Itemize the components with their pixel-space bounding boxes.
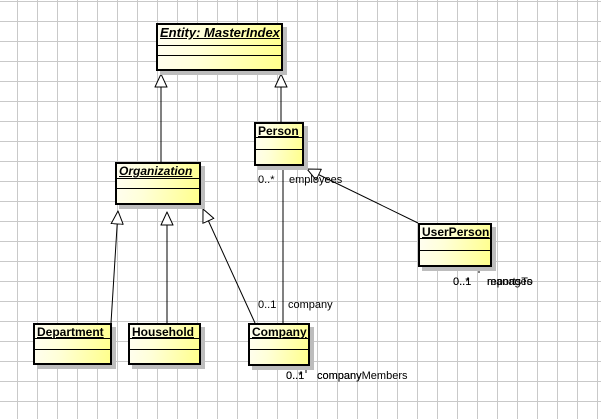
class-company[interactable]: Company (248, 323, 310, 366)
multiplicity-label-manages-a: 0..1 (453, 276, 472, 288)
class-operations-compartment (256, 150, 302, 164)
class-title: Department (35, 325, 110, 339)
role-label-manages-b: reportsTo (487, 276, 533, 288)
multiplicity-label-company-members-a: 0..* (286, 370, 303, 382)
class-title: Organization (117, 164, 199, 179)
class-department[interactable]: Department (33, 323, 112, 365)
role-label-company-members-a: companyMembers (317, 370, 408, 382)
class-title: Person (256, 124, 302, 138)
class-attributes-compartment (420, 239, 490, 251)
class-entity-masterindex[interactable]: Entity: MasterIndex (156, 23, 283, 71)
class-attributes-compartment (256, 138, 302, 150)
class-person[interactable]: Person (254, 122, 304, 166)
class-operations-compartment (250, 350, 308, 364)
generalization-company-organization[interactable] (203, 209, 256, 324)
multiplicity-label-manages-b: 0..* (453, 276, 470, 288)
class-operations-compartment (35, 350, 110, 363)
class-attributes-compartment (158, 46, 281, 56)
class-attributes-compartment (130, 339, 199, 350)
class-title: Household (130, 325, 199, 339)
multiplicity-label-company-members-b: 0..1 (286, 370, 305, 382)
class-attributes-compartment (250, 339, 308, 350)
class-attributes-compartment (117, 179, 199, 189)
role-label-company: company (288, 299, 333, 311)
class-operations-compartment (158, 56, 281, 69)
role-label-employees: employees (289, 174, 343, 186)
multiplicity-label-employees: 0..* (258, 174, 275, 186)
class-operations-compartment (130, 350, 199, 363)
generalization-userperson-person[interactable] (307, 169, 419, 224)
class-operations-compartment (117, 189, 199, 203)
multiplicity-label-company: 0..1 (258, 299, 277, 311)
class-title: UserPerson (420, 225, 490, 239)
class-title: Entity: MasterIndex (158, 25, 281, 46)
class-userperson[interactable]: UserPerson (418, 223, 492, 267)
class-organization[interactable]: Organization (115, 162, 201, 205)
generalization-department-organization[interactable] (110, 211, 118, 324)
class-operations-compartment (420, 251, 490, 265)
class-title: Company (250, 325, 308, 339)
role-label-manages-a: manages (487, 276, 533, 288)
class-attributes-compartment (35, 339, 110, 350)
role-label-company-members-b: company (317, 370, 362, 382)
class-household[interactable]: Household (128, 323, 201, 365)
